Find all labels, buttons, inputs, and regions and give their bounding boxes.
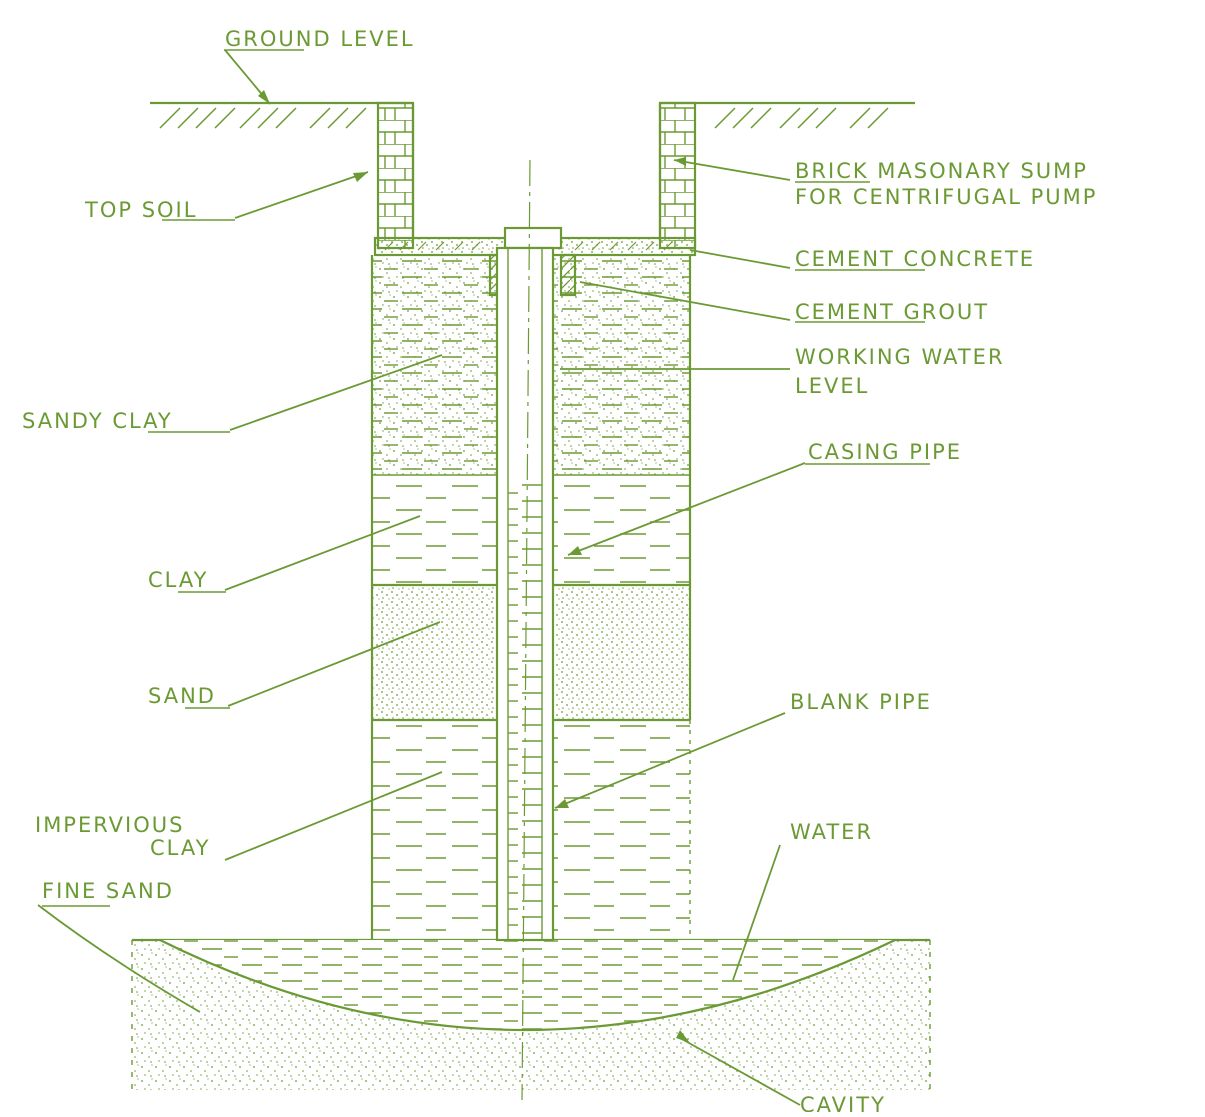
label-sand: SAND xyxy=(148,684,216,708)
label-water: WATER xyxy=(790,820,873,844)
arrowheads xyxy=(258,90,690,1043)
label-blank-pipe: BLANK PIPE xyxy=(790,690,932,714)
casing-pipe xyxy=(495,226,563,942)
label-cavity: CAVITY xyxy=(800,1093,886,1112)
label-ground-level: GROUND LEVEL xyxy=(225,27,415,51)
label-top-soil: TOP SOIL xyxy=(84,198,197,222)
label-impervious-line1: IMPERVIOUS xyxy=(35,813,184,837)
label-underlines xyxy=(42,49,930,907)
label-working-water-line1: WORKING WATER xyxy=(795,345,1005,369)
label-casing-pipe: CASING PIPE xyxy=(808,440,962,464)
label-brick-sump-line1: BRICK MASONARY SUMP xyxy=(795,159,1088,183)
brick-masonry-sump xyxy=(376,101,697,250)
label-working-water-line2: LEVEL xyxy=(795,374,869,398)
label-fine-sand: FINE SAND xyxy=(42,879,174,903)
label-impervious-line2: CLAY xyxy=(150,836,210,860)
leader-lines xyxy=(37,49,806,1106)
label-sandy-clay: SANDY CLAY xyxy=(22,409,173,433)
ground-surface xyxy=(150,101,915,129)
label-brick-sump-line2: FOR CENTRIFUGAL PUMP xyxy=(795,185,1097,209)
label-cement-concrete: CEMENT CONCRETE xyxy=(795,247,1035,271)
label-cement-grout: CEMENT GROUT xyxy=(795,300,989,324)
label-clay: CLAY xyxy=(148,568,208,592)
pipe-centerline xyxy=(521,159,531,1101)
